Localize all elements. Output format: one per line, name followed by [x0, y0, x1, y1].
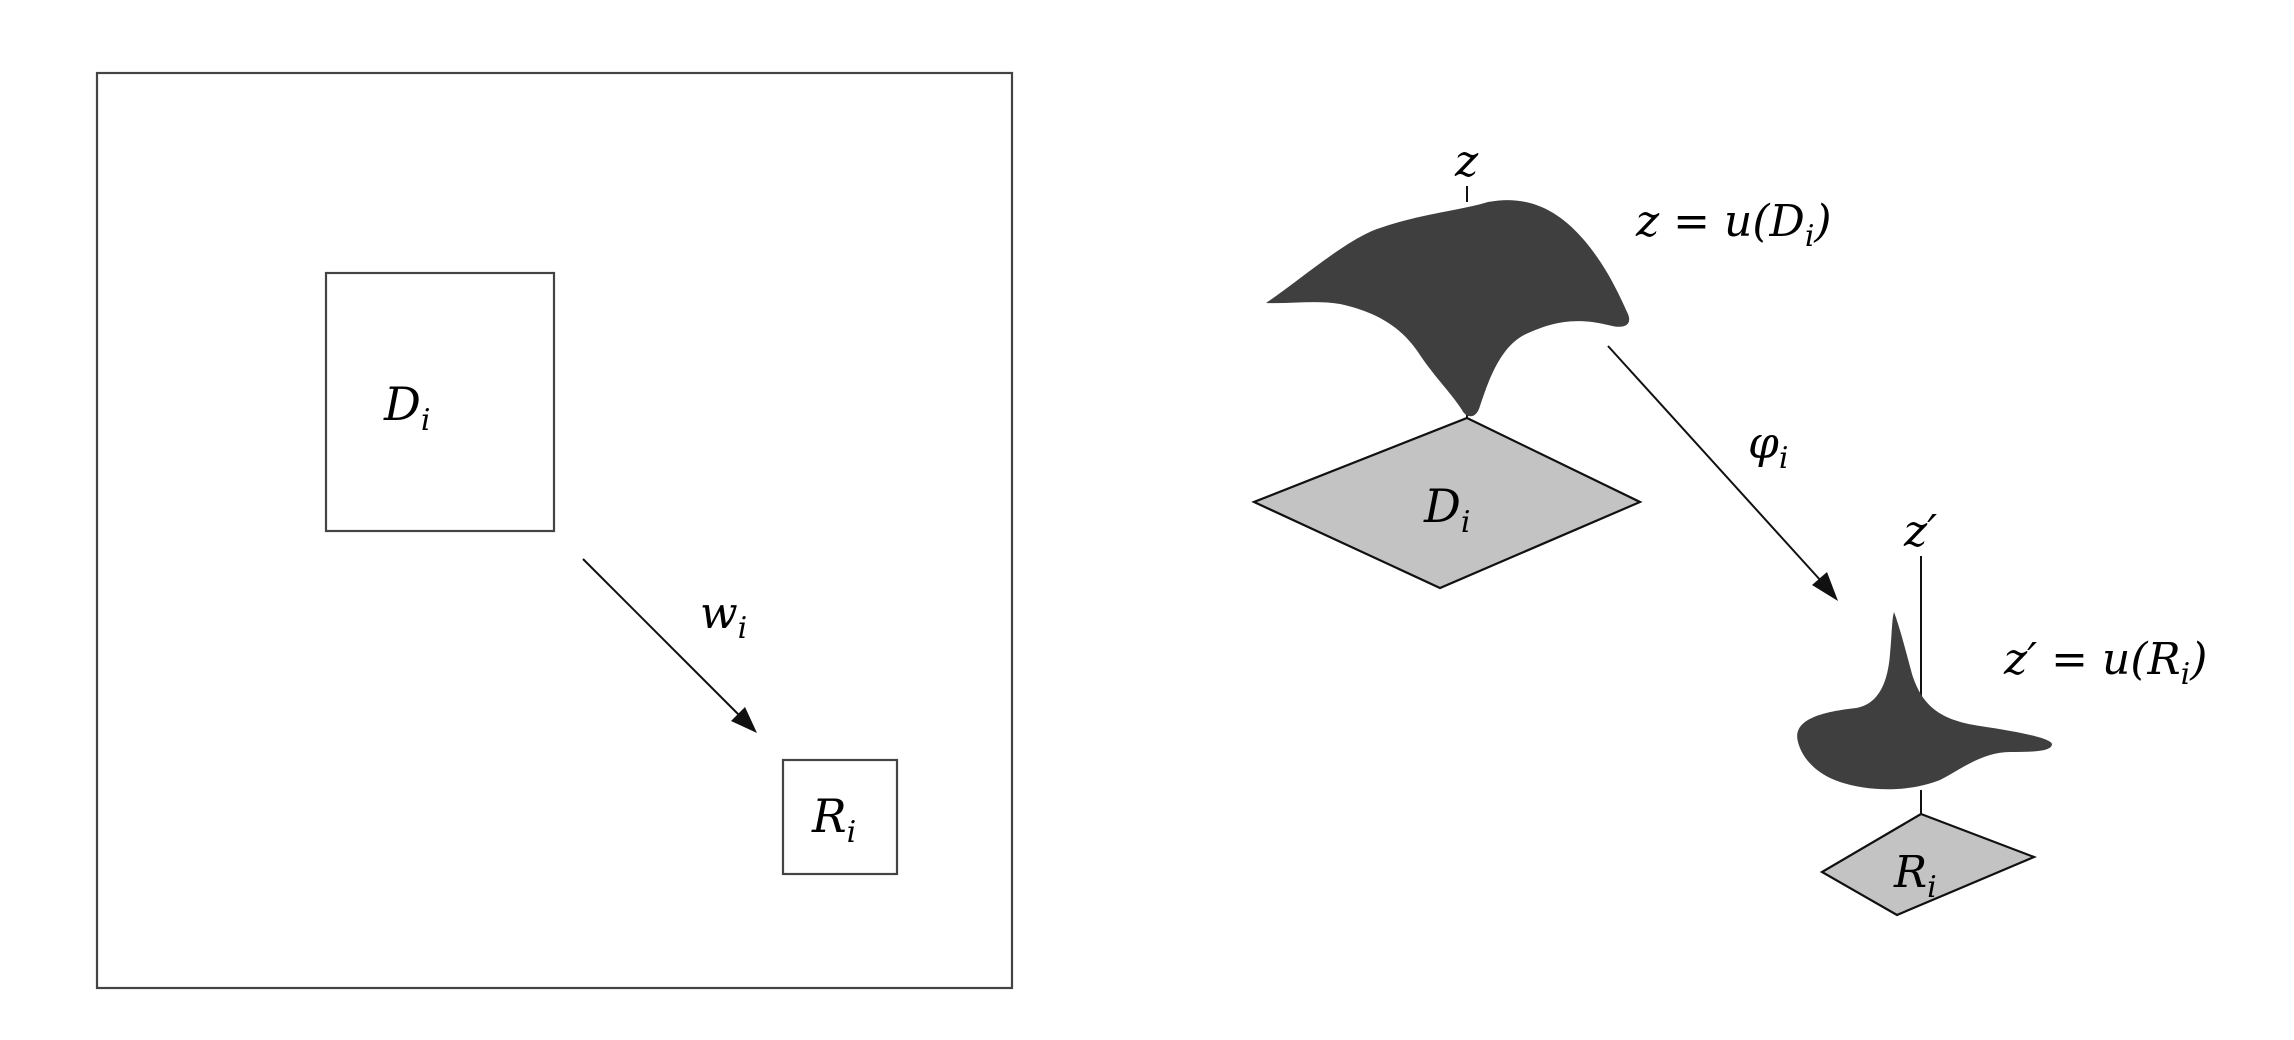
bottom-surface-equation: z′ = u(Ri) — [2003, 634, 2207, 692]
domain-plane-label: Di — [1423, 479, 1471, 540]
w-i-label: wi — [700, 588, 747, 646]
range-plane-r-i — [1819, 812, 2037, 917]
w-i-arrow-shaft — [582, 558, 741, 717]
bottom-z-prime-axis-label: z′ — [1903, 506, 1937, 557]
range-block-r-i — [781, 758, 899, 876]
surface-u-of-d-i — [1266, 200, 1630, 417]
domain-plane-d-i — [1251, 416, 1643, 590]
outer-image-frame — [95, 71, 1014, 990]
surface-u-of-r-i — [1797, 612, 2052, 790]
left-panel: Di wi Ri — [95, 71, 1014, 990]
range-block-label: Ri — [811, 789, 856, 850]
phi-i-arrowhead — [1812, 572, 1838, 601]
phi-i-arrow-shaft — [1607, 345, 1823, 583]
w-i-arrowhead — [731, 707, 757, 733]
right-panel: z Di z = u(Di) φi z′ z′ = u(Ri) Ri — [1251, 136, 2207, 917]
top-z-axis-label: z — [1454, 136, 1479, 187]
top-surface-equation: z = u(Di) — [1635, 196, 1832, 254]
phi-i-label: φi — [1748, 418, 1788, 476]
domain-block-d-i — [324, 271, 556, 533]
range-plane-label: Ri — [1893, 847, 1937, 905]
domain-block-label: Di — [383, 377, 431, 438]
